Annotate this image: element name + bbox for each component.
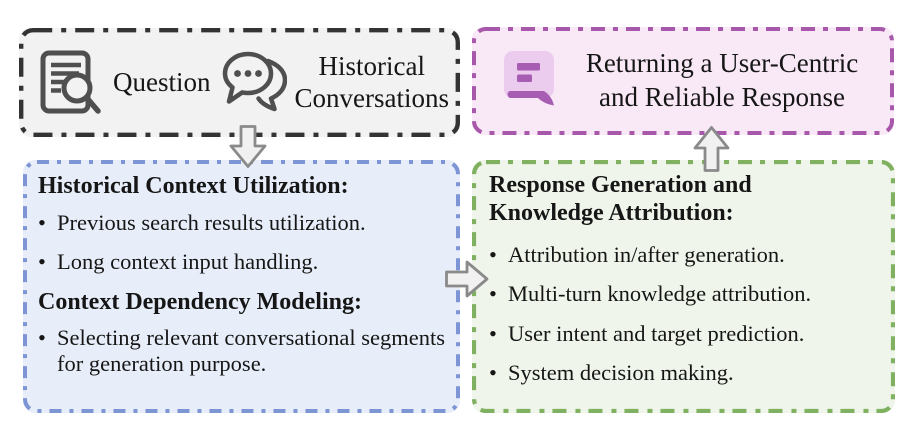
bullet-item: • System decision making. bbox=[489, 360, 889, 387]
response-heading-line1: Response Generation and bbox=[489, 172, 752, 198]
question-label: Question bbox=[113, 66, 211, 97]
historical-label-line1: Historical bbox=[318, 51, 425, 82]
bullet-text: System decision making. bbox=[508, 360, 734, 386]
input-box: Question Historical Conversations bbox=[19, 28, 460, 137]
message-icon bbox=[504, 51, 554, 106]
output-label-line1: Returning a User-Centric bbox=[585, 48, 859, 79]
bullet-item: • Multi-turn knowledge attribution. bbox=[489, 281, 889, 308]
response-generation-box: Response Generation and Knowledge Attrib… bbox=[472, 160, 895, 413]
bullet-text: Previous search results utilization. bbox=[57, 209, 366, 235]
context-heading-2: Context Dependency Modeling: bbox=[38, 288, 362, 315]
bullet-text: Attribution in/after generation. bbox=[508, 241, 785, 267]
response-output-box: Returning a User-Centric and Reliable Re… bbox=[472, 27, 894, 135]
context-heading-1: Historical Context Utilization: bbox=[38, 173, 349, 199]
bullet-marker: • bbox=[489, 360, 497, 386]
bullet-marker: • bbox=[489, 241, 497, 267]
right-arrow-icon bbox=[445, 260, 489, 298]
bullet-item: • Attribution in/after generation. bbox=[489, 242, 889, 269]
bullet-item: • User intent and target prediction. bbox=[489, 321, 889, 348]
chat-bubbles-icon bbox=[222, 51, 287, 111]
bullet-marker: • bbox=[489, 320, 497, 346]
output-label-line2: and Reliable Response bbox=[599, 82, 845, 112]
up-arrow-icon bbox=[693, 126, 730, 172]
bullet-marker: • bbox=[38, 209, 46, 235]
bullet-text: Selecting relevant conversational segmen… bbox=[57, 324, 445, 377]
historical-conversations-label: Historical Conversations bbox=[295, 51, 450, 113]
output-label: Returning a User-Centric and Reliable Re… bbox=[562, 47, 894, 115]
bullet-text: Long context input handling. bbox=[57, 249, 319, 275]
document-search-icon bbox=[40, 50, 101, 114]
bullet-marker: • bbox=[489, 281, 497, 307]
historical-label-line2: Conversations bbox=[294, 82, 450, 113]
response-heading-line2: Knowledge Attribution: bbox=[489, 199, 734, 226]
response-heading: Response Generation and Knowledge Attrib… bbox=[489, 172, 889, 228]
bullet-item: • Selecting relevant conversational segm… bbox=[38, 325, 452, 378]
bullet-item: • Previous search results utilization. bbox=[38, 210, 452, 237]
bullet-item: • Long context input handling. bbox=[38, 249, 452, 276]
bullet-marker: • bbox=[38, 324, 46, 350]
bullet-text: User intent and target prediction. bbox=[508, 320, 805, 346]
bullet-text: Multi-turn knowledge attribution. bbox=[508, 281, 812, 307]
down-arrow-icon bbox=[229, 125, 267, 168]
historical-context-box: Historical Context Utilization: • Previo… bbox=[23, 160, 460, 413]
bullet-marker: • bbox=[38, 249, 46, 275]
